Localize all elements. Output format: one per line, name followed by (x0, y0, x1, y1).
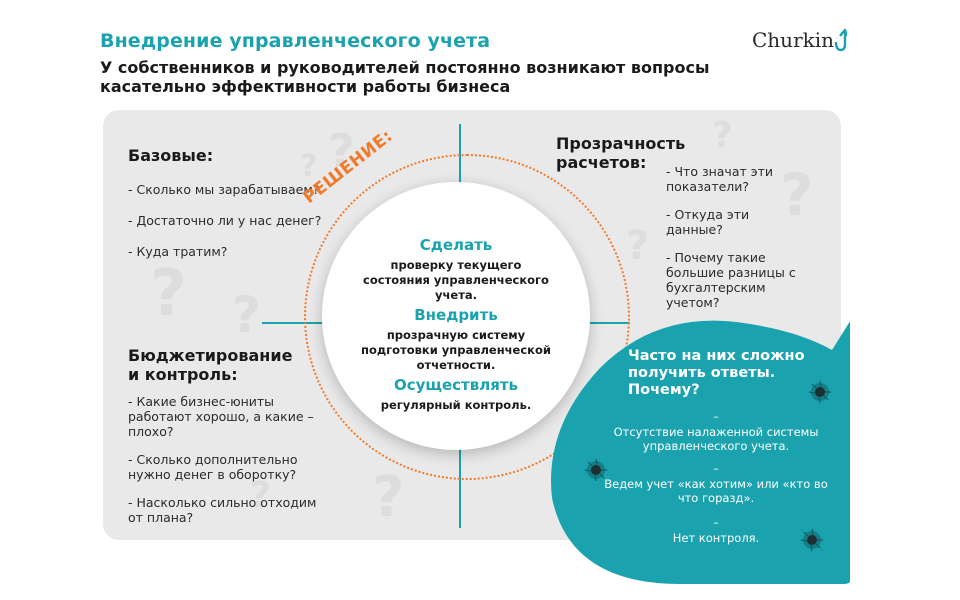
step-verb: Осуществлять (393, 376, 519, 394)
page-title: Внедрение управленческого учета (100, 30, 491, 52)
problems-bubble (551, 320, 850, 584)
list-item: - Какие бизнес-юниты работают хорошо, а … (128, 394, 314, 439)
list-item: - Сколько мы зарабатываем? (128, 182, 320, 197)
solution-ring (304, 154, 630, 480)
step-verb: Внедрить (414, 306, 498, 324)
problem-text: Ведем учет «как хотим» или «кто во что г… (604, 477, 828, 505)
bullet-hole-icon (800, 528, 823, 552)
basic-questions-list: - Сколько мы зарабатываем? - Достаточно … (128, 182, 348, 275)
logo-text: Churkin (752, 28, 835, 52)
list-item: - Насколько сильно отходим от плана? (128, 495, 317, 525)
page-subtitle: У собственников и руководителей постоянн… (100, 58, 710, 96)
divider-bottom (459, 448, 461, 528)
problem-text: Отсутствие налаженной системы управленче… (613, 425, 819, 453)
divider-left (262, 322, 322, 324)
list-item: - Сколько дополнительно нужно денег в об… (128, 452, 298, 482)
problem-item: – Ведем учет «как хотим» или «кто во что… (600, 462, 832, 505)
question-mark-icon: ? (712, 115, 733, 156)
list-item: - Почему такие большие разницы с бухгалт… (666, 250, 796, 310)
transparency-heading: Прозрачность расчетов: (556, 134, 686, 172)
bullet-hole-icon (584, 458, 607, 482)
list-item: - Достаточно ли у нас денег? (128, 213, 322, 228)
list-item: - Откуда эти данные? (666, 207, 750, 237)
question-mark-icon: ? (372, 465, 405, 530)
list-item: - Куда тратим? (128, 244, 228, 259)
basic-heading: Базовые: (128, 146, 214, 165)
item-dash: – (713, 462, 719, 475)
problems-heading: Часто на них сложно получить ответы. Поч… (628, 348, 805, 398)
problem-item: – Нет контроля. (600, 516, 832, 545)
question-mark-icon: ? (780, 161, 814, 229)
churkin-logo: Churkin (752, 28, 848, 52)
budget-heading: Бюджетирование и контроль: (128, 346, 293, 384)
question-mark-icon: ? (626, 223, 650, 269)
transparency-questions-list: - Что значат эти показатели? - Откуда эт… (666, 164, 796, 323)
logo-arrow-icon (834, 28, 848, 52)
question-mark-icon: ? (328, 124, 355, 178)
item-dash: – (713, 516, 719, 529)
list-item: - Что значат эти показатели? (666, 164, 774, 194)
step-verb: Сделать (419, 236, 493, 254)
step-text: регулярный контроль. (380, 398, 532, 412)
question-mark-icon: ? (232, 286, 262, 344)
step-text: проверку текущего состояния управленческ… (363, 258, 549, 302)
budget-questions-list: - Какие бизнес-юниты работают хорошо, а … (128, 394, 333, 538)
step-text: прозрачную систему подготовки управленче… (361, 328, 551, 372)
solution-circle (322, 182, 590, 450)
question-mark-icon: ? (300, 149, 318, 184)
item-dash: – (713, 410, 719, 423)
question-mark-icon: ? (150, 257, 188, 331)
problem-text: Нет контроля. (672, 531, 760, 545)
bullet-hole-icon (808, 380, 831, 404)
question-mark-icon: ? (250, 475, 271, 516)
problem-item: – Отсутствие налаженной системы управлен… (600, 410, 832, 453)
